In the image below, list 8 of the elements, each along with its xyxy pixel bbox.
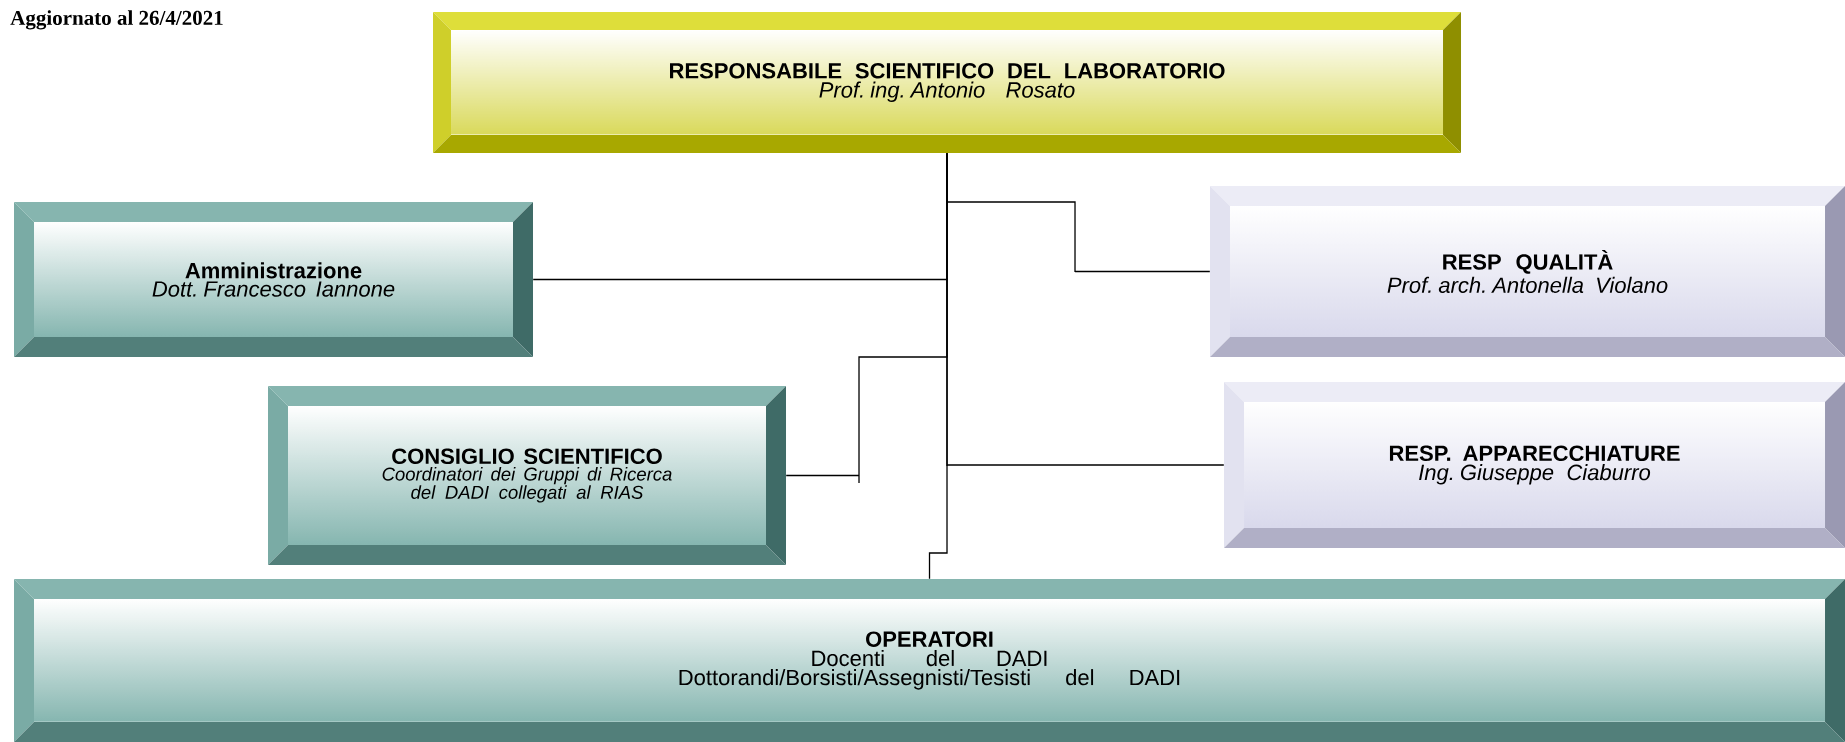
org-box: RESP. APPARECCHIATURE Ing. Giuseppe Ciaburro [1224, 382, 1845, 548]
org-box: CONSIGLIO SCIENTIFICO Coordinatori dei Gruppi di Ricerca del DADI collegati al RIAS [268, 386, 786, 565]
org-box: OPERATORI Docenti del DADI Dottorandi/Borsisti/Assegnisti/Tesisti del DADI [14, 579, 1845, 742]
org-box: RESP QUALITÀ Prof. arch. Antonella Violano [1210, 186, 1845, 357]
connector-line [928, 152, 948, 580]
update-note: Aggiornato al 26/4/2021 [10, 10, 223, 30]
org-box: RESPONSABILE SCIENTIFICO DEL LABORATORIO Prof. ing. Antonio Rosato [433, 12, 1461, 153]
org-box: Amministrazione Dott. Francesco Iannone [14, 202, 533, 357]
